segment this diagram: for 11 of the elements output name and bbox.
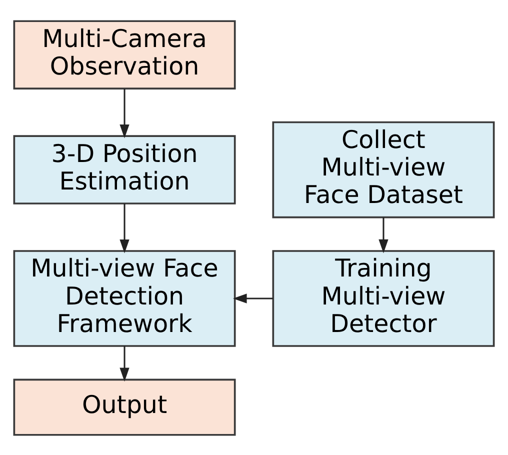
node-box: Multi-view Face Detection Framework [13, 250, 236, 346]
node-box: Collect Multi-view Face Dataset [272, 120, 495, 218]
arrow [120, 88, 130, 138]
arrow [120, 346, 130, 382]
node-box: Output [13, 378, 236, 436]
arrow [378, 216, 388, 253]
node-box: Multi-Camera Observation [13, 20, 236, 89]
node-box: Training Multi-view Detector [272, 250, 495, 346]
arrow [120, 203, 130, 253]
node-box: 3-D Position Estimation [13, 134, 236, 204]
arrow [232, 293, 273, 303]
